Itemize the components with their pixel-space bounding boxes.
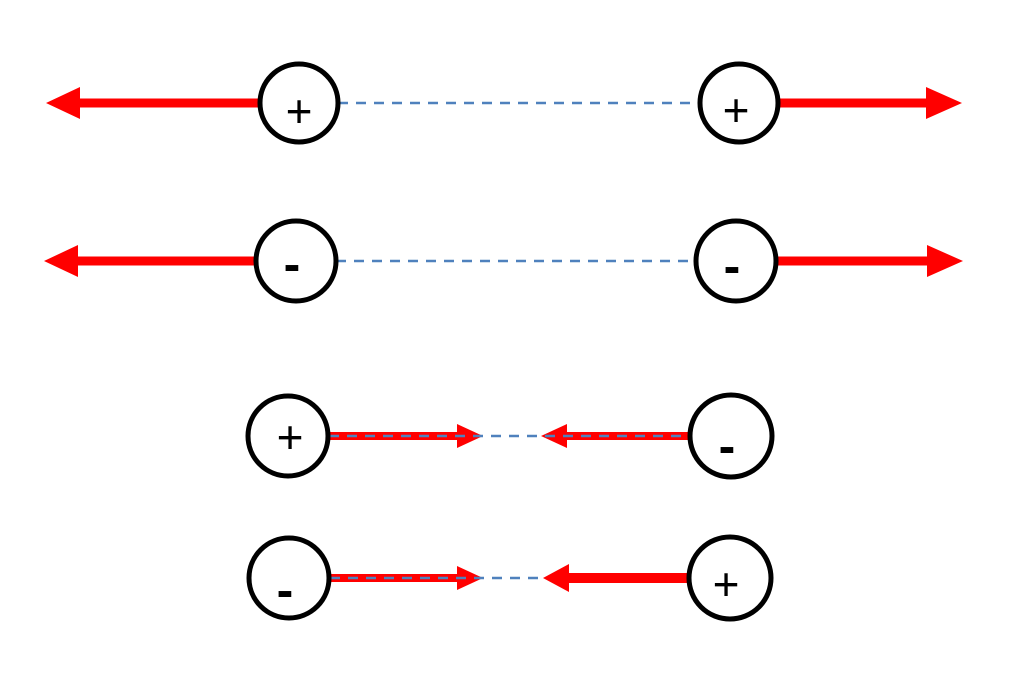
arrow-head-right-icon [927, 245, 963, 277]
charge-sign-label: + [277, 411, 304, 463]
charge-circle-left [253, 218, 339, 304]
charge-sign-label: + [713, 558, 740, 610]
charge-sign-label: - [724, 238, 741, 294]
row-positive-negative-attract: + - [245, 392, 775, 480]
arrow-head-left-icon [543, 564, 569, 592]
charge-circle-left [245, 393, 331, 479]
charge-sign-label: + [723, 84, 750, 136]
charge-sign-label: - [719, 418, 736, 474]
charge-circle-right [697, 61, 781, 145]
charge-sign-label: - [277, 562, 294, 618]
arrow-head-right-icon [926, 87, 962, 119]
force-arrow-left [44, 245, 258, 277]
row-negative-positive-attract: - + [246, 534, 774, 622]
arrow-head-right-icon [457, 424, 483, 448]
row-negative-negative-repel: - - [44, 218, 963, 304]
charge-circle-right [693, 218, 779, 304]
arrow-head-left-icon [44, 245, 78, 277]
charge-circle-left [246, 535, 332, 621]
arrow-head-right-icon [457, 566, 483, 590]
force-arrow-left [46, 87, 262, 119]
charge-sign-label: + [286, 85, 313, 137]
force-arrow-right [776, 87, 962, 119]
row-positive-positive-repel: + + [46, 61, 962, 145]
charge-circle-right [687, 392, 775, 480]
charge-circle-left [257, 61, 341, 145]
charge-circle-right [686, 534, 774, 622]
force-arrow-left-pointing [543, 564, 688, 592]
arrow-head-left-icon [46, 87, 80, 119]
force-arrow-right [776, 245, 963, 277]
charge-sign-label: - [284, 236, 301, 292]
